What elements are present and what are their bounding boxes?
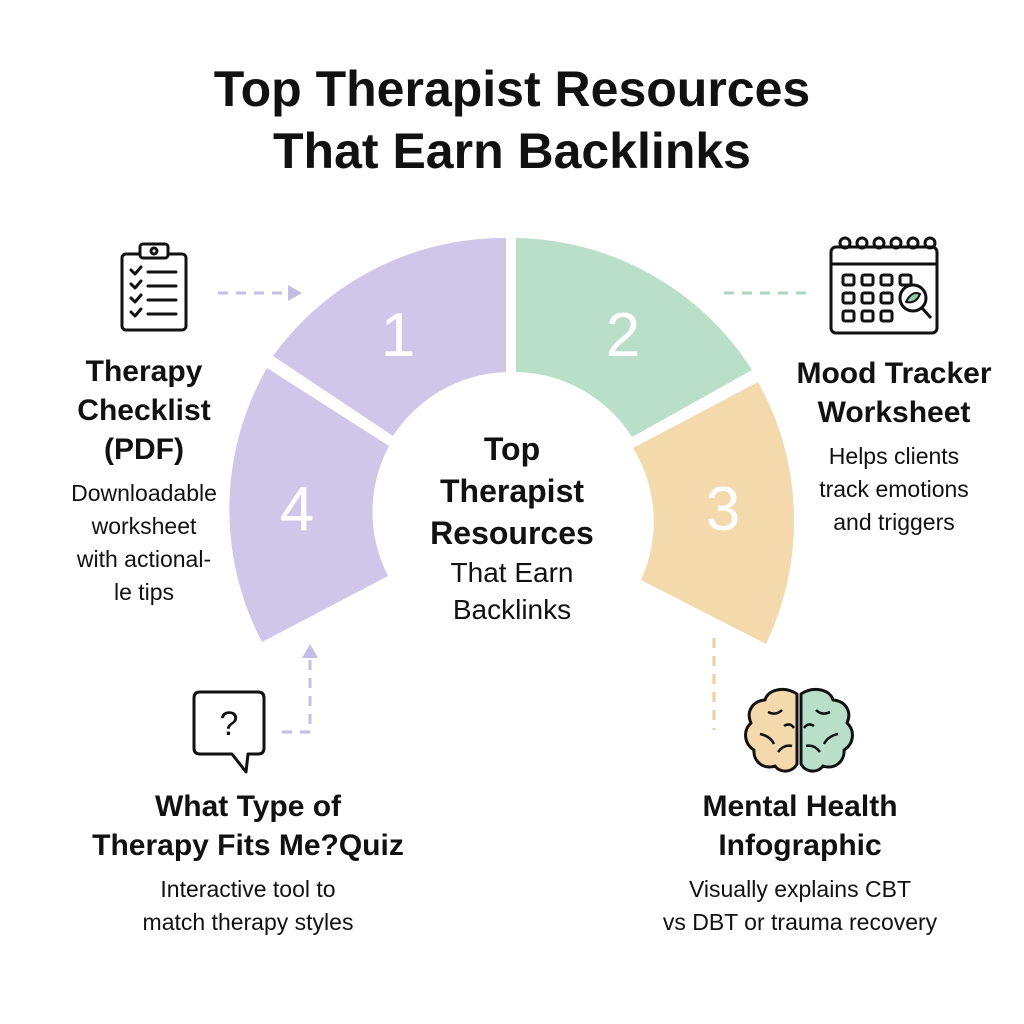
segment-3-number: 3 (706, 475, 740, 544)
svg-text:?: ? (220, 705, 239, 743)
resource-description-line: match therapy styles (142, 909, 354, 935)
center-label: Top Therapist Resources That Earn Backli… (390, 428, 634, 628)
resource-title-line: Mental Health (702, 790, 898, 823)
resource-therapy-quiz: What Type of Therapy Fits Me?Quiz Intera… (62, 787, 434, 939)
resource-title-line: (PDF) (104, 433, 184, 466)
segment-4 (229, 368, 389, 642)
connector-1 (218, 285, 302, 301)
resource-description-line: Interactive tool to (160, 876, 336, 902)
center-title-line-3: Resources (430, 515, 594, 551)
resource-title: Mood Tracker Worksheet (776, 354, 1012, 432)
resource-title-line: Infographic (718, 829, 882, 862)
resource-description-line: track emotions (819, 476, 969, 502)
calendar-icon (829, 236, 939, 335)
resource-title-line: What Type of (154, 790, 342, 823)
segment-2-number: 2 (606, 301, 640, 370)
resource-therapy-checklist: Therapy Checklist (PDF) Downloadable wor… (28, 352, 260, 609)
resource-description-line: le tips (113, 579, 175, 605)
segment-2 (516, 238, 752, 437)
resource-title: What Type of Therapy Fits Me?Quiz (62, 787, 434, 865)
resource-mood-tracker: Mood Tracker Worksheet Helps clients tra… (776, 354, 1012, 539)
brain-icon (744, 687, 854, 773)
resource-description-line: and triggers (833, 509, 955, 535)
resource-title: Therapy Checklist (PDF) (28, 352, 260, 469)
page-title: Top Therapist Resources That Earn Backli… (0, 58, 1024, 182)
segment-4-number: 4 (280, 475, 314, 544)
segment-1-number: 1 (381, 301, 415, 370)
resource-description-line: with actional- (76, 546, 212, 572)
resource-description: Visually explains CBT vs DBT or trauma r… (630, 873, 970, 939)
center-title-line-1: Top (483, 431, 541, 467)
segment-1 (273, 237, 506, 436)
resource-description: Downloadable worksheet with actional- le… (28, 477, 260, 609)
center-subtitle-line-1: That Earn (450, 557, 574, 588)
resource-title: Mental Health Infographic (630, 787, 970, 865)
resource-title-line: Mood Tracker (796, 357, 992, 390)
resource-description: Helps clients track emotions and trigger… (776, 440, 1012, 539)
resource-description-line: Visually explains CBT (688, 876, 911, 902)
resource-description-line: Downloadable (71, 480, 217, 506)
resource-title-line: Therapy Fits Me?Quiz (92, 829, 404, 862)
center-subtitle-line-2: Backlinks (452, 594, 572, 625)
page-title-line-1: Top Therapist Resources (213, 61, 811, 117)
resource-title-line: Checklist (77, 394, 211, 427)
resource-description: Interactive tool to match therapy styles (62, 873, 434, 939)
resource-description-line: vs DBT or trauma recovery (662, 909, 938, 935)
resource-title-line: Worksheet (817, 396, 971, 429)
center-title-line-2: Therapist (439, 473, 585, 509)
connector-4 (282, 644, 318, 734)
resource-mental-health-infographic: Mental Health Infographic Visually expla… (630, 787, 970, 939)
resource-description-line: Helps clients (828, 443, 960, 469)
question-bubble-icon: ? (192, 690, 266, 774)
clipboard-checklist-icon (120, 242, 188, 332)
resource-title-line: Therapy (85, 355, 203, 388)
page-title-line-2: That Earn Backlinks (273, 123, 751, 179)
segment-3 (633, 382, 795, 644)
resource-description-line: worksheet (91, 513, 197, 539)
